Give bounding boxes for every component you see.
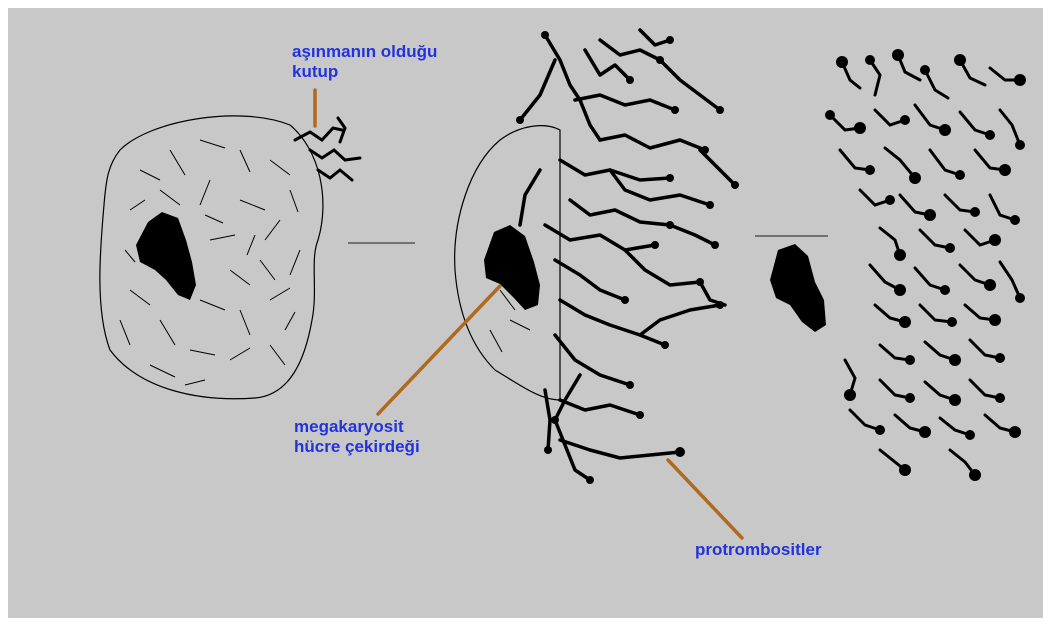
proplatelet-processes: [520, 30, 735, 480]
label-worn-pole-line2: kutup: [292, 62, 437, 82]
leader-line-protrombosit: [668, 460, 742, 538]
stage-1-megakaryocyte: [100, 116, 360, 399]
cell-outline-1: [100, 116, 323, 399]
nucleus-3: [770, 244, 826, 332]
label-proplatelets: protrombositler: [695, 540, 822, 560]
label-nucleus-line2: hücre çekirdeği: [294, 437, 420, 457]
worn-pole-fragments: [295, 118, 360, 180]
label-worn-pole-line1: aşınmanın olduğu: [292, 42, 437, 62]
label-worn-pole: aşınmanın olduğu kutup: [292, 42, 437, 82]
platelet-tails: [830, 55, 1020, 475]
label-megakaryocyte-nucleus: megakaryosit hücre çekirdeği: [294, 417, 420, 457]
nucleus-2: [484, 225, 540, 310]
stage-3-platelets: [770, 49, 1026, 481]
label-nucleus-line1: megakaryosit: [294, 417, 420, 437]
stage-2-megakaryocyte: [455, 30, 739, 484]
leader-line-nucleus: [378, 286, 500, 414]
nucleus-1: [136, 212, 196, 300]
